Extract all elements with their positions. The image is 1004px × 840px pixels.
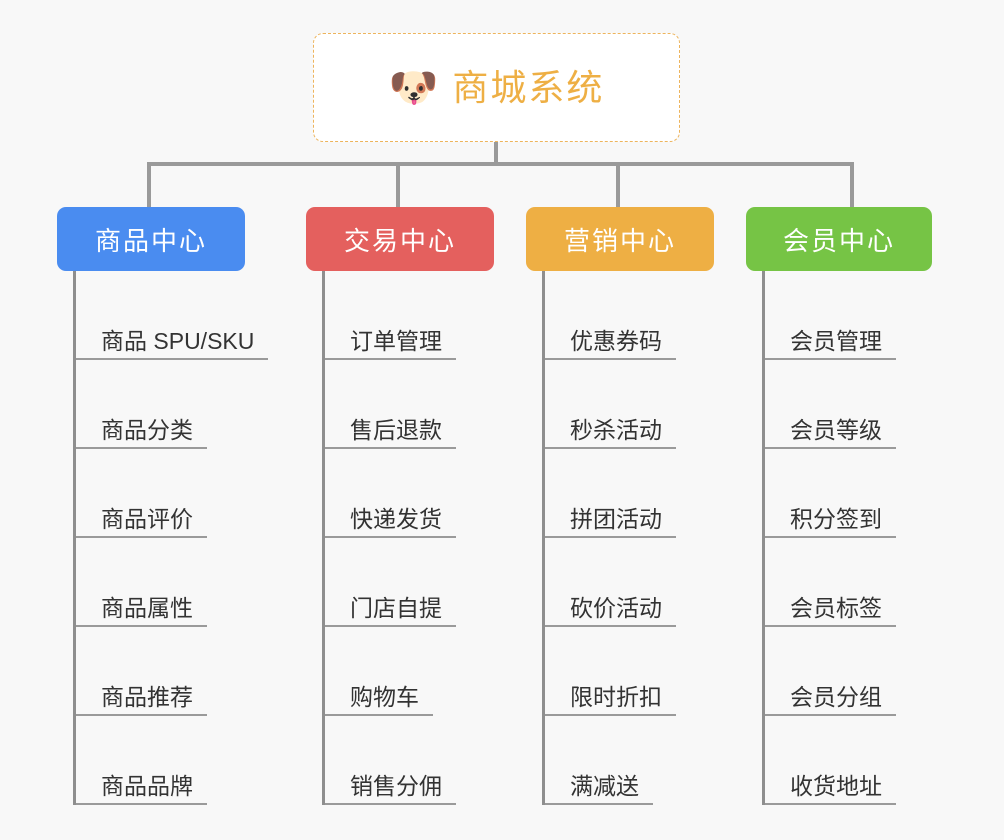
leaf-item-label: 会员等级: [762, 419, 896, 449]
leaf-item[interactable]: 商品属性: [73, 538, 245, 627]
leaf-item[interactable]: 会员标签: [762, 538, 932, 627]
root-node[interactable]: 🐶 商城系统: [313, 33, 680, 142]
connector-drop-2: [396, 162, 400, 207]
leaf-item-label: 购物车: [322, 686, 433, 716]
category-header-trade-center[interactable]: 交易中心: [306, 207, 494, 271]
leaf-item[interactable]: 会员管理: [762, 271, 932, 360]
column-rail-marketing-center: [542, 271, 545, 805]
leaf-item[interactable]: 订单管理: [322, 271, 494, 360]
column-rail-product-center: [73, 271, 76, 805]
root-title: 商城系统: [452, 66, 605, 108]
leaf-item-label: 快递发货: [322, 508, 456, 538]
leaf-item[interactable]: 优惠券码: [542, 271, 714, 360]
dog-face-icon: 🐶: [388, 65, 439, 110]
leaf-item[interactable]: 商品推荐: [73, 627, 245, 716]
column-rail-member-center: [762, 271, 765, 805]
leaf-item[interactable]: 商品评价: [73, 449, 245, 538]
leaf-item-label: 优惠券码: [542, 330, 676, 360]
connector-root-stem: [494, 142, 498, 166]
leaf-item-label: 积分签到: [762, 508, 896, 538]
leaf-item-label: 会员管理: [762, 330, 896, 360]
column-product-center: 商品中心商品 SPU/SKU 商品分类商品评价商品属性商品推荐商品品牌: [57, 207, 269, 805]
leaf-item-label: 拼团活动: [542, 508, 676, 538]
leaf-item-label: 商品 SPU/SKU: [73, 330, 269, 360]
leaf-item-label: 销售分佣: [322, 775, 456, 805]
leaf-item[interactable]: 积分签到: [762, 449, 932, 538]
leaf-item[interactable]: 会员分组: [762, 627, 932, 716]
leaf-item-label: 商品分类: [73, 419, 207, 449]
column-member-center: 会员中心会员管理会员等级积分签到会员标签会员分组收货地址: [746, 207, 932, 805]
leaf-item[interactable]: 商品 SPU/SKU: [73, 271, 269, 360]
leaf-list-trade-center: 订单管理售后退款快递发货门店自提购物车销售分佣: [306, 271, 494, 805]
leaf-item-label: 收货地址: [762, 775, 896, 805]
leaf-item-label: 商品品牌: [73, 775, 207, 805]
leaf-item[interactable]: 销售分佣: [322, 716, 494, 805]
leaf-item-label: 会员标签: [762, 597, 896, 627]
connector-drop-1: [147, 162, 151, 207]
leaf-item-label: 订单管理: [322, 330, 456, 360]
leaf-item[interactable]: 快递发货: [322, 449, 494, 538]
leaf-item[interactable]: 购物车: [322, 627, 494, 716]
leaf-list-member-center: 会员管理会员等级积分签到会员标签会员分组收货地址: [746, 271, 932, 805]
leaf-item[interactable]: 限时折扣: [542, 627, 714, 716]
column-trade-center: 交易中心订单管理售后退款快递发货门店自提购物车销售分佣: [306, 207, 494, 805]
category-header-member-center[interactable]: 会员中心: [746, 207, 932, 271]
category-header-product-center[interactable]: 商品中心: [57, 207, 245, 271]
leaf-list-marketing-center: 优惠券码秒杀活动拼团活动砍价活动限时折扣满减送: [526, 271, 714, 805]
leaf-item[interactable]: 秒杀活动: [542, 360, 714, 449]
connector-drop-4: [850, 162, 854, 207]
leaf-item-label: 商品推荐: [73, 686, 207, 716]
leaf-item[interactable]: 商品分类: [73, 360, 245, 449]
leaf-item-label: 限时折扣: [542, 686, 676, 716]
leaf-item-label: 会员分组: [762, 686, 896, 716]
column-marketing-center: 营销中心优惠券码秒杀活动拼团活动砍价活动限时折扣满减送: [526, 207, 714, 805]
leaf-item-label: 门店自提: [322, 597, 456, 627]
category-header-marketing-center[interactable]: 营销中心: [526, 207, 714, 271]
leaf-item[interactable]: 砍价活动: [542, 538, 714, 627]
leaf-item-label: 商品属性: [73, 597, 207, 627]
leaf-item-label: 商品评价: [73, 508, 207, 538]
leaf-item[interactable]: 满减送: [542, 716, 714, 805]
leaf-item[interactable]: 商品品牌: [73, 716, 245, 805]
leaf-item[interactable]: 拼团活动: [542, 449, 714, 538]
leaf-item-label: 售后退款: [322, 419, 456, 449]
leaf-item[interactable]: 收货地址: [762, 716, 932, 805]
leaf-item[interactable]: 会员等级: [762, 360, 932, 449]
leaf-item[interactable]: 售后退款: [322, 360, 494, 449]
connector-horizontal-bus: [147, 162, 854, 166]
leaf-item-label: 满减送: [542, 775, 653, 805]
leaf-item-label: 砍价活动: [542, 597, 676, 627]
leaf-item[interactable]: 门店自提: [322, 538, 494, 627]
leaf-item-label: 秒杀活动: [542, 419, 676, 449]
leaf-list-product-center: 商品 SPU/SKU 商品分类商品评价商品属性商品推荐商品品牌: [57, 271, 269, 805]
column-rail-trade-center: [322, 271, 325, 805]
connector-drop-3: [616, 162, 620, 207]
